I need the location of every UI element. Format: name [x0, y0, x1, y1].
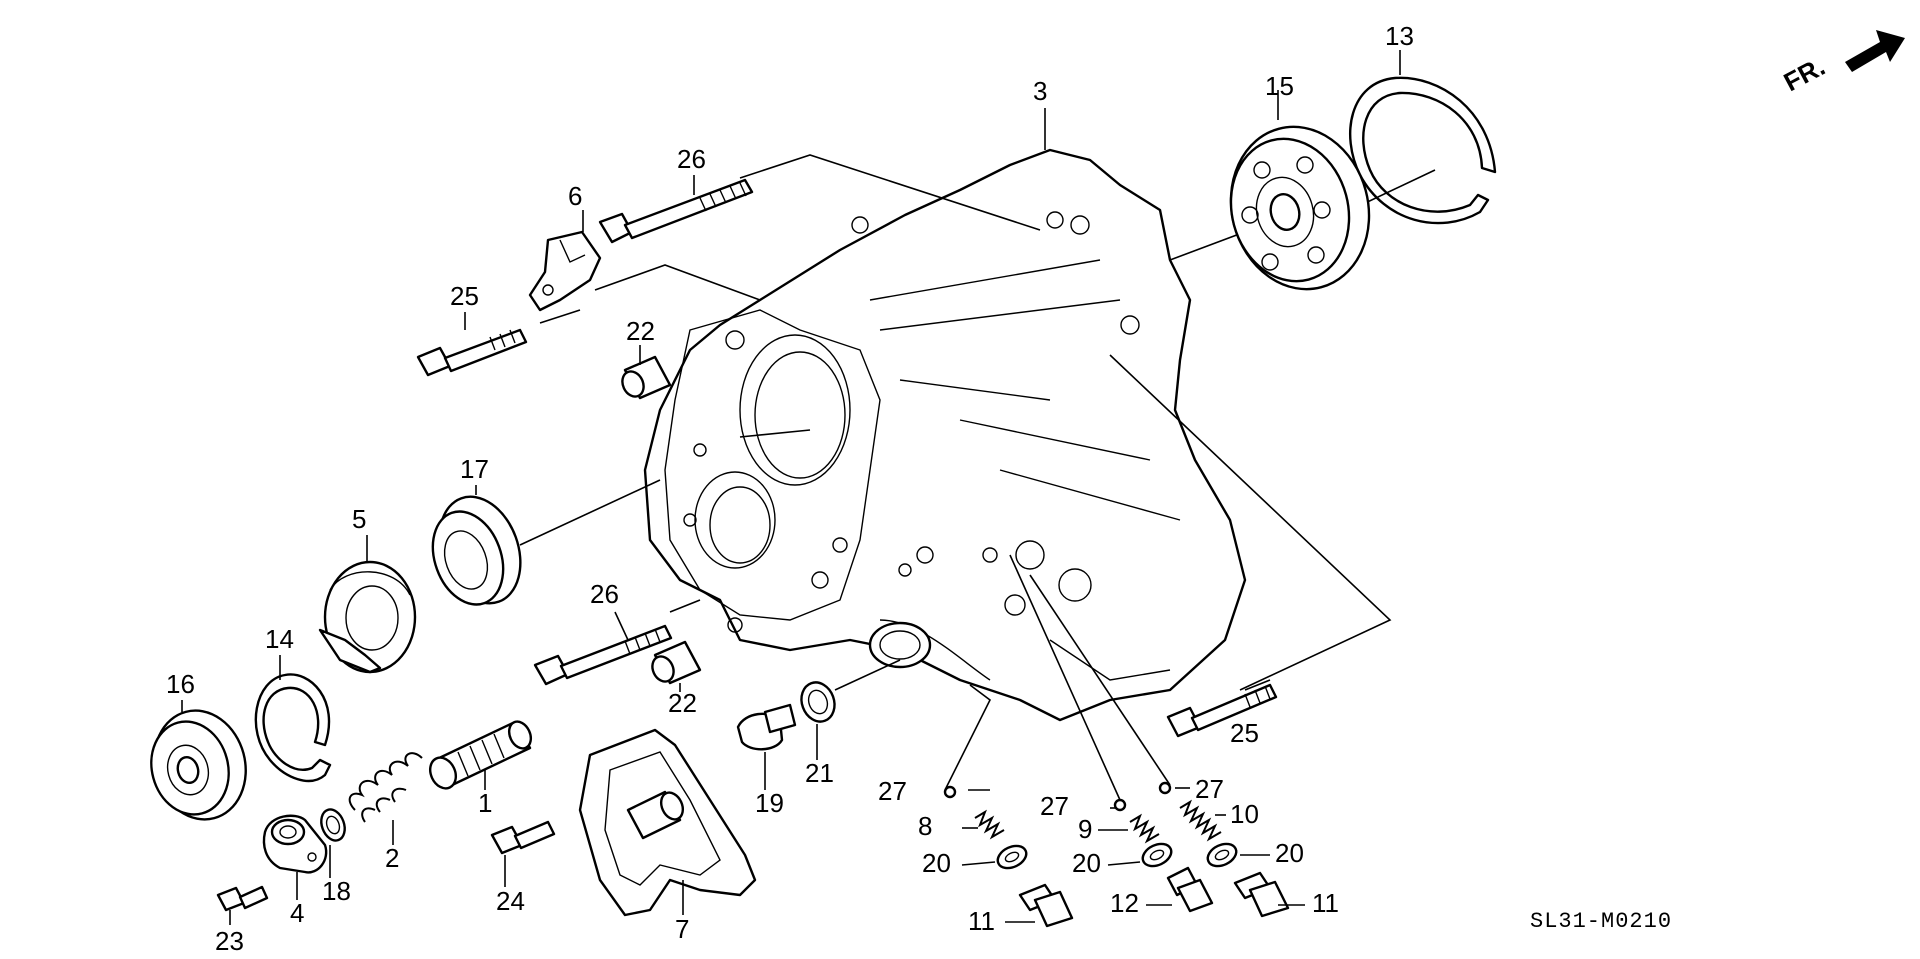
snap-ring-13 [1348, 76, 1497, 225]
callout-22-upper: 22 [626, 316, 655, 346]
callout-22-lower: 22 [668, 688, 697, 718]
callout-13: 13 [1385, 21, 1414, 51]
cap-4 [262, 814, 328, 874]
bolt-23 [216, 885, 269, 912]
bracket-6 [528, 230, 602, 312]
leader-lines [519, 50, 1436, 809]
bolt-26-upper [598, 178, 754, 244]
bolt-26-lower [533, 624, 673, 686]
front-arrow: FR. [1779, 30, 1905, 97]
snap-ring-14 [254, 673, 332, 783]
washer-21 [800, 681, 836, 723]
dowel-22-lower [651, 640, 702, 685]
callout-25-lower: 25 [1230, 718, 1259, 748]
ball-27-middle [1113, 798, 1127, 812]
seal-17 [431, 495, 522, 606]
plate-7 [578, 728, 757, 917]
spring-8 [974, 809, 1005, 840]
callout-27-middle: 27 [1040, 791, 1069, 821]
callout-12: 12 [1110, 888, 1139, 918]
callout-7: 7 [675, 914, 689, 944]
callout-20-right: 20 [1275, 838, 1304, 868]
callout-11-right: 11 [1312, 888, 1339, 918]
callout-23: 23 [215, 926, 244, 956]
ball-27-right [1158, 781, 1172, 795]
spring-2 [348, 752, 423, 823]
callout-1: 1 [478, 788, 492, 818]
plug-12 [1166, 866, 1214, 913]
bearing-16 [150, 709, 247, 821]
callout-27-right: 27 [1195, 774, 1224, 804]
bolt-24 [490, 820, 556, 855]
bolt-25-upper [416, 328, 528, 377]
callout-18: 18 [322, 876, 351, 906]
callout-15: 15 [1265, 71, 1294, 101]
callout-24: 24 [496, 886, 525, 916]
callout-20-left: 20 [922, 848, 951, 878]
callout-16: 16 [166, 669, 195, 699]
callout-14: 14 [265, 624, 294, 654]
callout-26-upper: 26 [677, 144, 706, 174]
plug-19 [736, 703, 797, 751]
callouts: 3 15 13 26 6 25 22 17 5 26 22 14 16 1 2 … [166, 21, 1414, 956]
spring-10 [1179, 799, 1222, 842]
diagram-code: SL31-M0210 [1530, 909, 1672, 934]
callout-9: 9 [1078, 814, 1092, 844]
o-ring-18 [320, 808, 346, 842]
callout-4: 4 [290, 898, 304, 928]
callout-6: 6 [568, 181, 582, 211]
spring-9 [1129, 813, 1160, 844]
callout-26-lower: 26 [590, 579, 619, 609]
callout-11-left: 11 [968, 906, 995, 936]
callout-19: 19 [755, 788, 784, 818]
plug-11-left [1018, 883, 1074, 928]
washer-20-right [1206, 842, 1238, 868]
transmission-housing [643, 148, 1247, 722]
callout-25-upper: 25 [450, 281, 479, 311]
callout-10: 10 [1230, 799, 1259, 829]
plug-11-right [1233, 871, 1290, 918]
callout-2: 2 [385, 843, 399, 873]
callout-21: 21 [805, 758, 834, 788]
washer-20-left [996, 844, 1028, 870]
ball-27-left [943, 785, 957, 799]
callout-5: 5 [352, 504, 366, 534]
callout-8: 8 [918, 811, 932, 841]
callout-ticks [181, 175, 1305, 925]
cover-5 [318, 560, 417, 674]
callout-3: 3 [1033, 76, 1047, 106]
callout-20-middle: 20 [1072, 848, 1101, 878]
callout-17: 17 [460, 454, 489, 484]
front-label: FR. [1779, 51, 1830, 97]
bearing-15 [1229, 125, 1371, 291]
callout-27-left: 27 [878, 776, 907, 806]
dowel-22-upper [621, 355, 672, 400]
washer-20-middle [1141, 842, 1173, 868]
bolt-25-lower [1166, 683, 1278, 738]
shaft-1 [428, 720, 533, 790]
